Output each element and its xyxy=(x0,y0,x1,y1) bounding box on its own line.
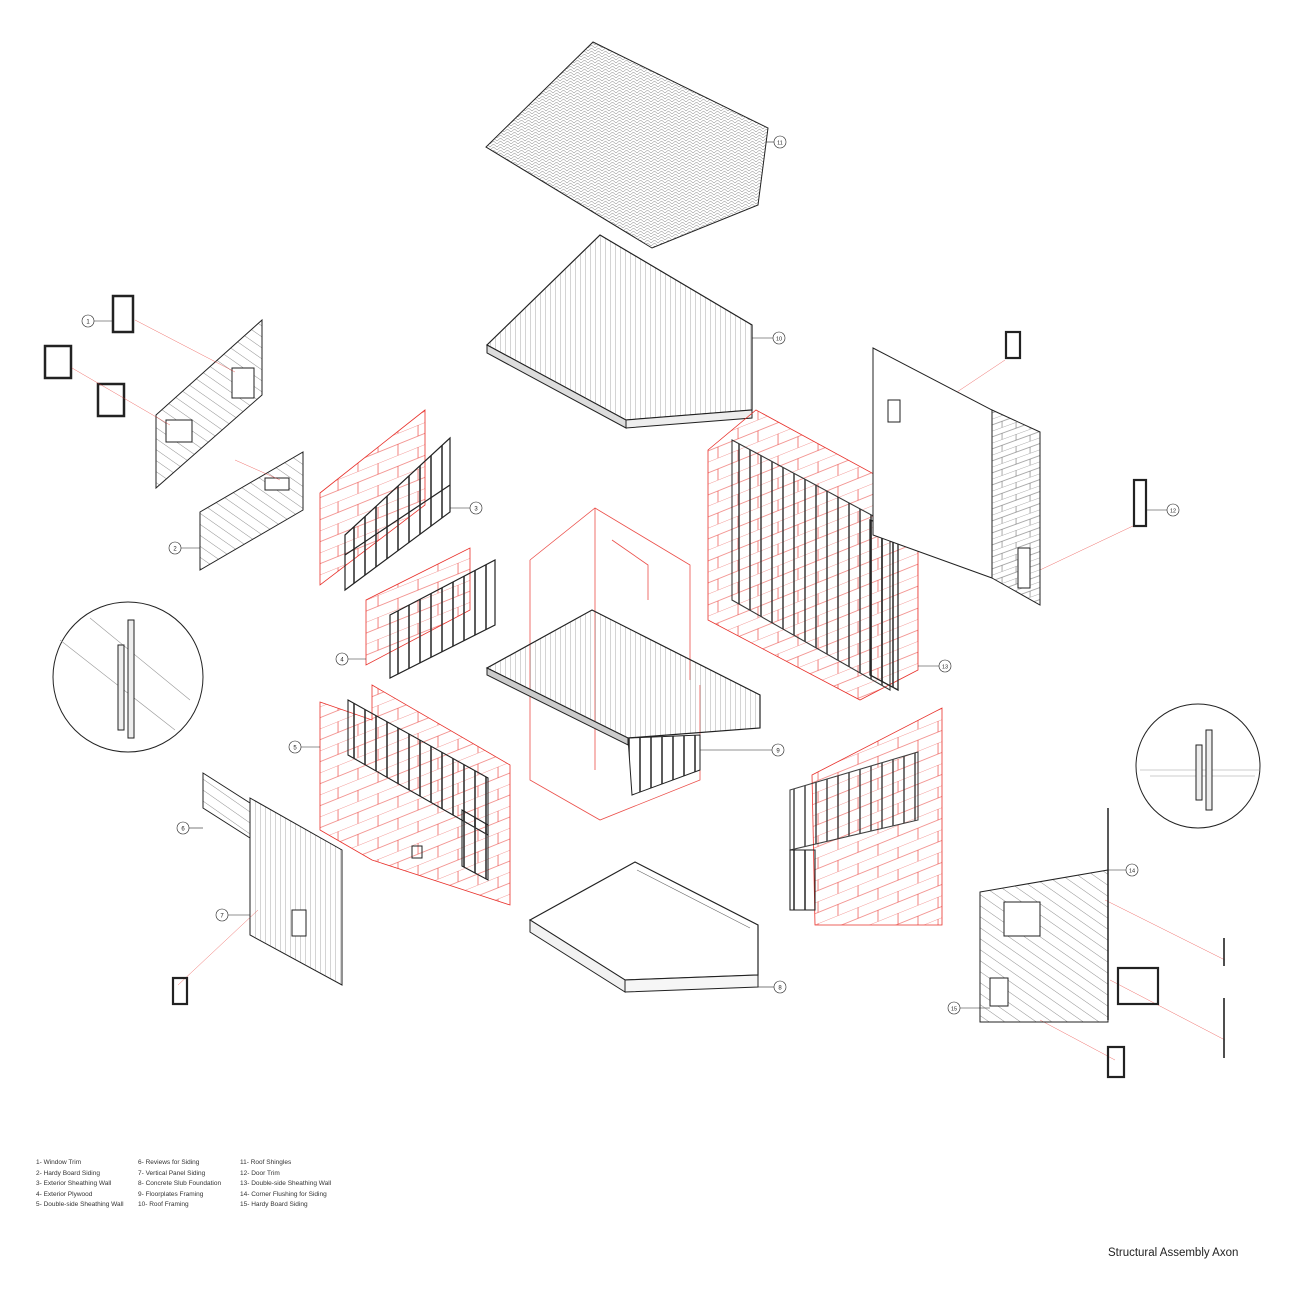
door-trim xyxy=(1132,478,1148,528)
svg-text:15: 15 xyxy=(951,1007,957,1013)
legend-item: 6- Reviews for Siding xyxy=(138,1159,200,1166)
svg-text:8: 8 xyxy=(778,986,782,992)
callout-8: 8 xyxy=(758,980,787,994)
vertical-panel-siding xyxy=(249,797,343,986)
callout-5: 5 xyxy=(288,740,320,754)
callout-9: 9 xyxy=(700,743,785,757)
legend-item: 9- Floorplates Framing xyxy=(138,1190,204,1198)
exterior-plywood-wall xyxy=(365,547,496,679)
svg-text:4: 4 xyxy=(340,658,344,664)
double-side-sheathing-wall-left xyxy=(319,684,511,906)
callout-10: 10 xyxy=(752,331,786,345)
legend-item: 4- Exterior Plywood xyxy=(36,1190,93,1198)
floorplates-framing xyxy=(485,609,761,796)
svg-text:1: 1 xyxy=(86,320,90,326)
svg-text:11: 11 xyxy=(777,141,783,147)
callout-12: 12 xyxy=(1146,503,1180,517)
reviews-for-siding xyxy=(202,772,251,839)
legend-item: 10- Roof Framing xyxy=(138,1201,189,1208)
svg-text:6: 6 xyxy=(181,827,185,833)
legend-item: 7- Vertical Panel Siding xyxy=(138,1169,206,1177)
legend-column-3: 11- Roof Shingles 12- Door Trim 13- Doub… xyxy=(240,1158,332,1211)
detail-circle-right xyxy=(1135,703,1261,829)
callout-13: 13 xyxy=(918,659,952,673)
legend-item: 14- Corner Flushing for Siding xyxy=(240,1190,327,1198)
drawing-title: Structural Assembly Axon xyxy=(1108,1247,1239,1259)
callout-2: 2 xyxy=(168,541,200,555)
legend-item: 2- Hardy Board Siding xyxy=(36,1169,100,1177)
legend-item: 15- Hardy Board Siding xyxy=(240,1201,308,1208)
svg-text:3: 3 xyxy=(474,507,478,513)
window-trim-lower-left xyxy=(171,976,189,1006)
exterior-sheathing-wall-right xyxy=(789,707,943,926)
roof-shingles xyxy=(485,41,769,249)
detail-circle-left xyxy=(52,601,204,753)
svg-text:9: 9 xyxy=(776,749,780,755)
svg-text:13: 13 xyxy=(942,665,948,671)
svg-text:12: 12 xyxy=(1170,509,1176,515)
window-trims-left xyxy=(43,294,135,418)
roof-framing xyxy=(485,234,753,429)
legend-column-2: 6- Reviews for Siding 7- Vertical Panel … xyxy=(138,1158,222,1211)
double-side-sheathing-wall-right xyxy=(707,409,919,701)
callout-15: 15 xyxy=(947,1001,990,1015)
legend-item: 3- Exterior Sheathing Wall xyxy=(36,1180,112,1187)
hardy-board-siding-left xyxy=(199,451,304,571)
svg-text:14: 14 xyxy=(1129,869,1135,875)
callout-6: 6 xyxy=(176,821,203,835)
window-trim-right xyxy=(1116,966,1160,1006)
svg-text:7: 7 xyxy=(220,914,224,920)
callout-14: 14 xyxy=(1108,863,1139,877)
concrete-slab-foundation xyxy=(528,861,759,993)
svg-text:2: 2 xyxy=(173,547,177,553)
callout-4: 4 xyxy=(335,652,366,666)
legend-column-1: 1- Window Trim 2- Hardy Board Siding 3- … xyxy=(36,1158,124,1211)
callout-1: 1 xyxy=(81,314,113,328)
legend-item: 12- Door Trim xyxy=(240,1169,280,1177)
legend-item: 11- Roof Shingles xyxy=(240,1159,292,1166)
callout-11: 11 xyxy=(766,135,787,149)
svg-text:5: 5 xyxy=(293,746,297,752)
callout-3: 3 xyxy=(450,501,483,515)
door-trim-top xyxy=(1004,330,1022,360)
callouts: 1 2 3 4 5 6 7 8 9 10 11 12 13 14 15 xyxy=(81,135,1180,1015)
window-trim-bottom-right xyxy=(1106,1045,1126,1079)
exterior-sheathing-wall xyxy=(319,409,451,592)
legend-item: 5- Double-side Sheathing Wall xyxy=(36,1201,124,1208)
vertical-panel-siding-right xyxy=(872,347,1041,606)
exterior-plywood-wall-left xyxy=(155,318,263,490)
legend-item: 1- Window Trim xyxy=(36,1159,82,1166)
svg-text:10: 10 xyxy=(776,337,782,343)
hardy-board-siding-right xyxy=(979,808,1109,1023)
legend: 1- Window Trim 2- Hardy Board Siding 3- … xyxy=(36,1158,332,1211)
legend-item: 8- Concrete Slub Foundation xyxy=(138,1180,222,1187)
legend-item: 13- Double-side Sheathing Wall xyxy=(240,1180,332,1187)
callout-7: 7 xyxy=(215,908,250,922)
